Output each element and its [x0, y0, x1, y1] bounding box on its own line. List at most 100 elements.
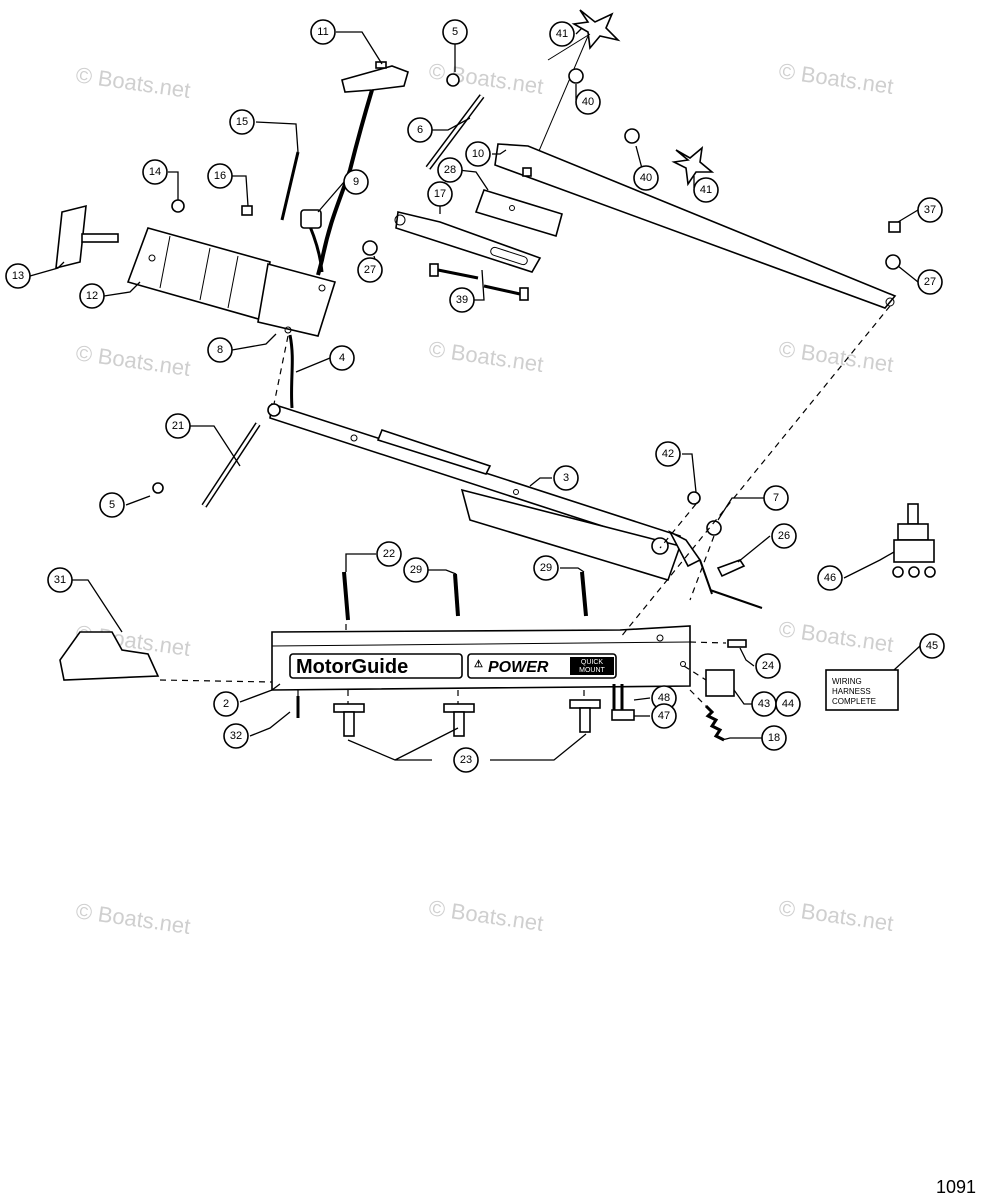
callout-6: 6: [407, 117, 433, 143]
callout-29: 29: [533, 555, 559, 581]
callout-40: 40: [633, 165, 659, 191]
svg-text:22: 22: [383, 548, 395, 560]
callout-39: 39: [449, 287, 475, 313]
svg-text:13: 13: [12, 270, 24, 282]
part-washer: [624, 128, 640, 144]
part-housing: [126, 227, 337, 337]
callout-8: 8: [207, 337, 233, 363]
callout-12: 12: [79, 283, 105, 309]
svg-text:31: 31: [54, 574, 66, 586]
wiring-harness-label: WIRING HARNESS COMPLETE: [825, 669, 899, 711]
callout-37: 37: [917, 197, 943, 223]
part-knob: [55, 204, 119, 270]
part-star-knob: [529, 9, 621, 173]
watermark: © Boats.net: [427, 336, 545, 377]
svg-text:3: 3: [563, 472, 569, 484]
mount-label: QUICK: [581, 659, 604, 666]
svg-text:16: 16: [214, 170, 226, 182]
part-pin: [280, 151, 300, 221]
callout-3: 3: [553, 465, 579, 491]
watermark: © Boats.net: [74, 340, 192, 381]
callout-22: 22: [376, 541, 402, 567]
svg-text:28: 28: [444, 164, 456, 176]
callout-10: 10: [465, 141, 491, 167]
part-base: MotorGuide ⚠ POWER QUICK MOUNT: [271, 625, 691, 691]
part-washer: [885, 254, 901, 270]
callout-21: 21: [165, 413, 191, 439]
part-slide-bracket: [395, 211, 542, 273]
leader-lines: [29, 27, 921, 761]
watermark: © Boats.net: [427, 58, 545, 99]
callout-27: 27: [917, 269, 943, 295]
svg-text:43: 43: [758, 698, 770, 710]
callout-46: 46: [817, 565, 843, 591]
callout-48: 48: [651, 685, 677, 711]
part-washer: [362, 240, 378, 256]
part-washer: [568, 68, 584, 84]
svg-text:11: 11: [317, 26, 328, 38]
callout-31: 31: [47, 567, 73, 593]
callout-24: 24: [755, 653, 781, 679]
part-bracket-small: [611, 709, 635, 721]
svg-text:6: 6: [417, 124, 423, 136]
svg-text:26: 26: [778, 530, 790, 542]
svg-text:4: 4: [339, 352, 345, 364]
part-washer: [171, 199, 185, 213]
warning-icon: ⚠: [474, 659, 483, 670]
callout-42: 42: [655, 441, 681, 467]
part-bracket-long: [494, 143, 897, 309]
callout-41: 41: [693, 177, 719, 203]
callout-5: 5: [99, 492, 125, 518]
svg-text:18: 18: [768, 732, 780, 744]
callout-23: 23: [453, 747, 479, 773]
watermark: © Boats.net: [427, 895, 545, 936]
callout-15: 15: [229, 109, 255, 135]
part-cover-plate: [705, 669, 735, 697]
callout-17: 17: [427, 181, 453, 207]
part-washer: [687, 491, 701, 505]
callout-9: 9: [343, 169, 369, 195]
svg-text:14: 14: [149, 166, 161, 178]
svg-text:8: 8: [217, 344, 223, 356]
power-logo: POWER: [488, 659, 549, 676]
part-feet: [333, 699, 601, 737]
svg-text:40: 40: [640, 172, 652, 184]
svg-text:24: 24: [762, 660, 774, 672]
svg-text:9: 9: [353, 176, 359, 188]
svg-text:5: 5: [452, 26, 458, 38]
svg-text:10: 10: [472, 148, 484, 160]
callout-18: 18: [761, 725, 787, 751]
part-clamp: [300, 209, 322, 229]
svg-text:42: 42: [662, 448, 674, 460]
callout-13: 13: [5, 263, 31, 289]
callout-47: 47: [651, 703, 677, 729]
part-handle-cable: [303, 61, 409, 276]
harness-text: WIRING: [832, 677, 862, 686]
svg-text:2: 2: [223, 698, 229, 710]
mount-label: MOUNT: [579, 667, 605, 674]
watermark: © Boats.net: [777, 58, 895, 99]
svg-text:32: 32: [230, 730, 242, 742]
part-end-cover: [59, 631, 160, 681]
watermark: © Boats.net: [777, 616, 895, 657]
svg-text:15: 15: [236, 116, 248, 128]
svg-text:39: 39: [456, 294, 468, 306]
callout-7: 7: [763, 485, 789, 511]
part-main-arm: [267, 334, 702, 581]
harness-text: HARNESS: [832, 687, 871, 696]
part-plate: [474, 189, 563, 238]
callout-40: 40: [575, 89, 601, 115]
svg-text:45: 45: [926, 640, 938, 652]
watermark: © Boats.net: [777, 336, 895, 377]
page-number: 1091: [935, 1177, 976, 1197]
svg-text:17: 17: [434, 188, 446, 200]
callout-4: 4: [329, 345, 355, 371]
part-clip: [152, 482, 164, 494]
svg-text:44: 44: [782, 698, 794, 710]
part-nut: [241, 205, 253, 216]
watermark: © Boats.net: [777, 895, 895, 936]
part-nut: [888, 221, 901, 233]
svg-text:41: 41: [556, 28, 568, 40]
svg-text:29: 29: [540, 562, 552, 574]
harness-text: COMPLETE: [832, 697, 876, 706]
